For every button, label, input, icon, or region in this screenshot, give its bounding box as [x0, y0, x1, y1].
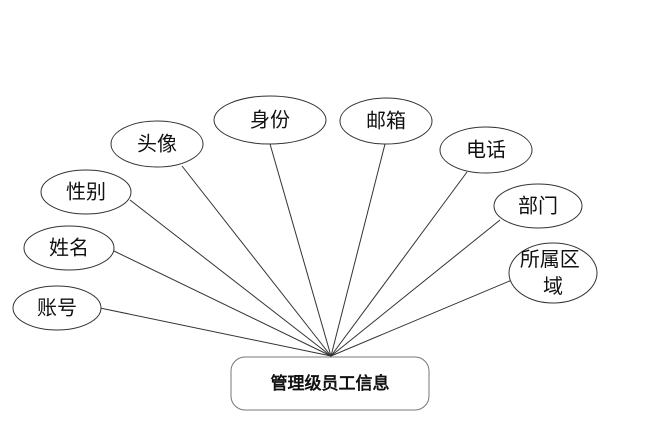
attribute-ellipse	[508, 242, 598, 304]
connector-line-identity	[269, 143, 332, 357]
connector-line-account	[99, 307, 332, 357]
attribute-label: 电话	[466, 138, 506, 162]
attribute-label: 性别	[66, 180, 106, 204]
attribute-label: 账号	[37, 296, 77, 320]
attribute-label: 头像	[137, 132, 177, 156]
connector-line-name	[113, 250, 332, 357]
attribute-label: 姓名	[49, 236, 89, 260]
entity-box	[230, 356, 430, 411]
attribute-name: 姓名	[23, 225, 115, 271]
attribute-identity: 身份	[213, 95, 327, 145]
attribute-ellipse	[40, 169, 132, 215]
attribute-label: 部门	[518, 194, 558, 218]
connector-line-region	[330, 279, 513, 357]
connector-line-email	[330, 143, 386, 357]
attribute-department: 部门	[493, 183, 583, 229]
attribute-phone: 电话	[439, 126, 533, 174]
attribute-label: 邮箱	[366, 109, 406, 133]
attribute-gender: 性别	[40, 169, 132, 215]
attribute-email: 邮箱	[339, 97, 433, 145]
connector-lines	[99, 143, 513, 357]
attribute-ellipse	[439, 126, 533, 174]
connector-line-avatar	[181, 165, 332, 357]
attribute-ellipse	[213, 95, 327, 145]
entity-node: 管理级员工信息	[230, 356, 430, 411]
attribute-ellipse	[339, 97, 433, 145]
entity-label: 管理级员工信息	[271, 373, 390, 394]
attribute-account: 账号	[12, 285, 102, 331]
attribute-region: 所属区 域	[508, 242, 598, 304]
attribute-ellipse	[493, 183, 583, 229]
connector-line-gender	[129, 199, 332, 357]
connector-line-phone	[330, 171, 468, 357]
attribute-label: 所属区 域	[520, 247, 586, 298]
attribute-label: 身份	[250, 108, 290, 132]
connector-line-department	[330, 219, 501, 357]
attribute-ellipse	[110, 120, 204, 168]
attribute-ellipse	[23, 225, 115, 271]
attribute-ellipse	[12, 285, 102, 331]
attribute-avatar: 头像	[110, 120, 204, 168]
